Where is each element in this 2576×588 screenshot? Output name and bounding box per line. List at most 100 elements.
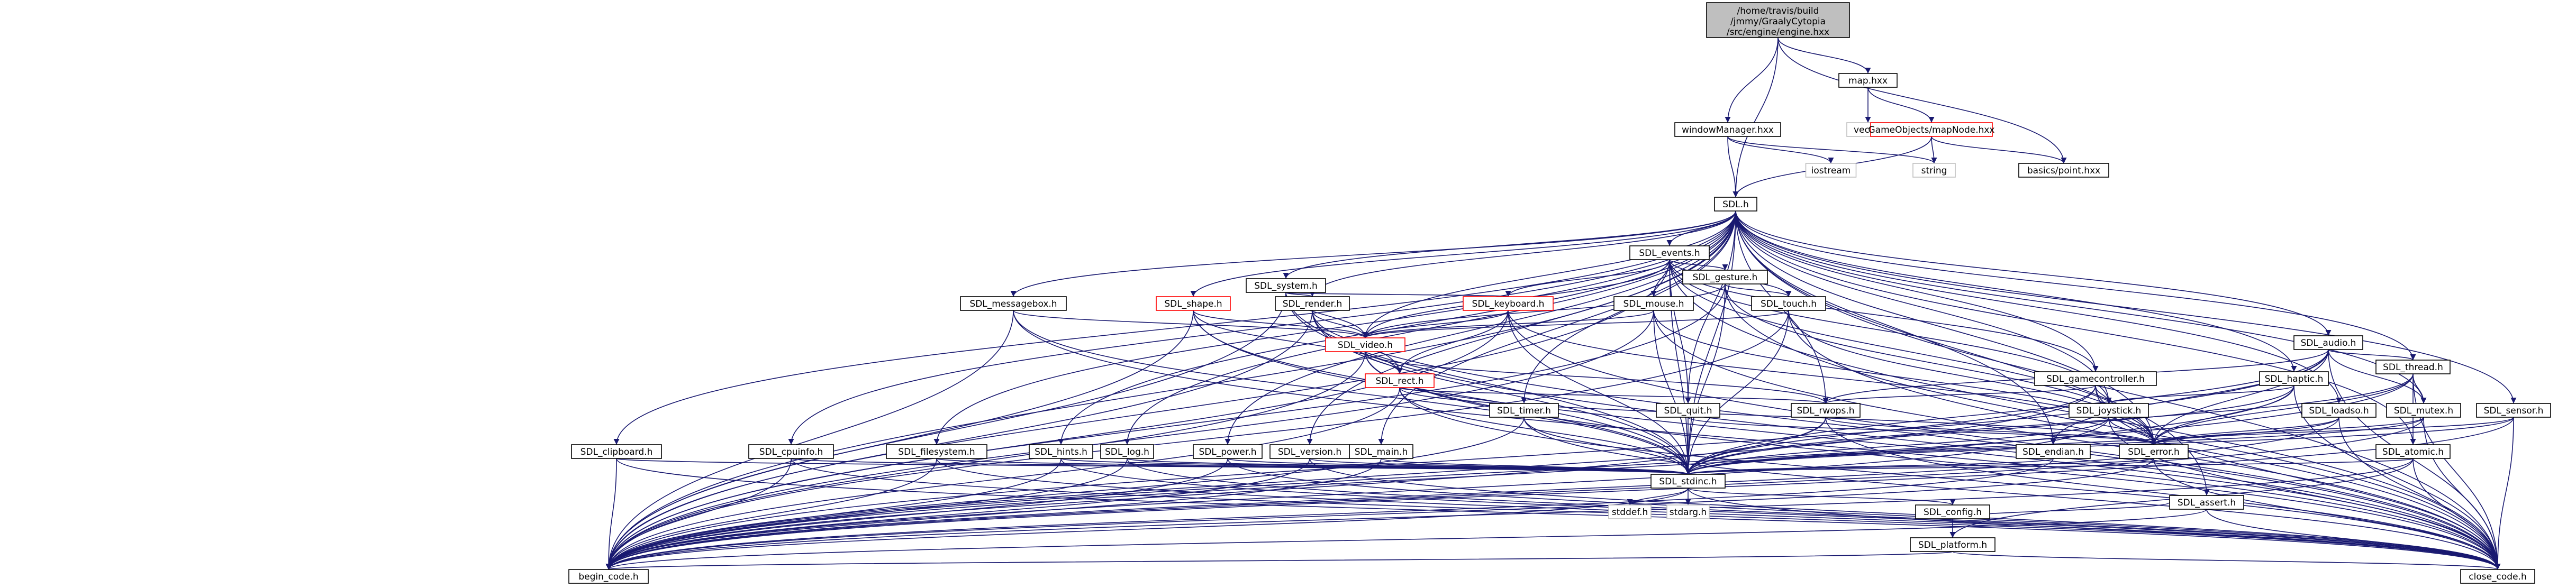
node-shape[interactable]: SDL_shape.h [1156, 296, 1231, 311]
node-label-iostream: iostream [1811, 166, 1851, 176]
node-video[interactable]: SDL_video.h [1325, 337, 1405, 352]
edge-loadso-to-error [2151, 417, 2339, 445]
node-close[interactable]: close_code.h [2460, 569, 2535, 584]
node-timer[interactable]: SDL_timer.h [1489, 403, 1559, 418]
node-stdinc[interactable]: SDL_stdinc.h [1650, 474, 1726, 489]
node-keyboard[interactable]: SDL_keyboard.h [1463, 296, 1554, 311]
node-label-audio: SDL_audio.h [2301, 338, 2356, 348]
edge-log-to-begin [605, 458, 1128, 570]
edge-render-to-video [1312, 310, 1368, 338]
edge-error-to-close [2153, 458, 2501, 570]
node-begin[interactable]: begin_code.h [568, 569, 649, 584]
node-string[interactable]: string [1912, 163, 1956, 178]
node-clipboard[interactable]: SDL_clipboard.h [571, 444, 662, 459]
edge-render-to-close [1312, 310, 2501, 570]
node-label-mapNode: GameObjects/mapNode.hxx [1868, 125, 1995, 135]
dependency-nodes: /home/travis/build/jmmy/GraalyCytopia/sr… [568, 2, 2551, 584]
edge-events-to-gesture [1669, 259, 1728, 271]
node-gamecontroller[interactable]: SDL_gamecontroller.h [2034, 371, 2157, 386]
node-box-iostream [1805, 163, 1857, 178]
node-stddef[interactable]: stddef.h [1608, 504, 1652, 519]
node-thread[interactable]: SDL_thread.h [2375, 360, 2451, 374]
node-endian[interactable]: SDL_endian.h [2016, 444, 2091, 459]
edge-loadso-to-begin [605, 417, 2339, 570]
node-assert[interactable]: SDL_assert.h [2169, 495, 2244, 510]
node-iostream[interactable]: iostream [1805, 163, 1857, 178]
node-label-main: SDL_main.h [1355, 447, 1408, 457]
node-root[interactable]: /home/travis/build/jmmy/GraalyCytopia/sr… [1706, 2, 1850, 38]
node-cpuinfo[interactable]: SDL_cpuinfo.h [748, 444, 834, 459]
edge-system-to-keyboard [1285, 290, 1511, 297]
node-box-joystick [2069, 403, 2149, 418]
node-quit[interactable]: SDL_quit.h [1656, 403, 1720, 418]
node-windowManager[interactable]: windowManager.hxx [1674, 122, 1781, 137]
node-joystick[interactable]: SDL_joystick.h [2069, 403, 2149, 418]
node-box-stdarg [1666, 504, 1710, 519]
edge-rect-to-begin [605, 387, 1400, 570]
edge-events-to-stdinc [1669, 259, 1691, 475]
node-mutex[interactable]: SDL_mutex.h [2386, 403, 2461, 418]
node-platform[interactable]: SDL_platform.h [1910, 537, 1996, 552]
node-sensor[interactable]: SDL_sensor.h [2476, 403, 2551, 418]
edge-shape-to-video [1193, 310, 1368, 338]
node-log[interactable]: SDL_log.h [1100, 444, 1154, 459]
edge-joystick-to-stdinc [1685, 417, 2109, 475]
node-mouse[interactable]: SDL_mouse.h [1613, 296, 1694, 311]
node-basePoint[interactable]: basics/point.hxx [2018, 163, 2109, 178]
node-filesystem[interactable]: SDL_filesystem.h [886, 444, 987, 459]
node-box-mutex [2386, 403, 2461, 418]
edge-SDL-to-shape [1190, 210, 1736, 297]
node-power[interactable]: SDL_power.h [1193, 444, 1263, 459]
node-label-mouse: SDL_mouse.h [1623, 299, 1684, 309]
edge-SDL-to-messagebox [1010, 210, 1736, 297]
node-hints[interactable]: SDL_hints.h [1029, 444, 1093, 459]
node-box-stdinc [1650, 474, 1726, 489]
node-atomic[interactable]: SDL_atomic.h [2375, 444, 2451, 459]
edge-SDL-to-version [1307, 210, 1736, 445]
node-render[interactable]: SDL_render.h [1275, 296, 1350, 311]
edge-mutex-to-close [2423, 417, 2501, 570]
node-mapNode[interactable]: GameObjects/mapNode.hxx [1868, 122, 1995, 137]
node-box-power [1193, 444, 1263, 459]
node-label-power: SDL_power.h [1199, 447, 1256, 457]
node-label-string: string [1921, 166, 1947, 176]
node-box-system [1246, 278, 1326, 293]
node-version[interactable]: SDL_version.h [1269, 444, 1350, 459]
node-config[interactable]: SDL_config.h [1915, 504, 1990, 519]
edge-SDL-to-clipboard [613, 210, 1736, 445]
node-box-timer [1489, 403, 1559, 418]
node-messagebox[interactable]: SDL_messagebox.h [960, 296, 1067, 311]
node-rect[interactable]: SDL_rect.h [1365, 373, 1435, 388]
node-main[interactable]: SDL_main.h [1349, 444, 1413, 459]
node-box-gesture [1682, 270, 1768, 284]
edge-hints-to-close [1060, 458, 2501, 570]
node-error[interactable]: SDL_error.h [2119, 444, 2189, 459]
node-map[interactable]: map.hxx [1838, 73, 1898, 88]
node-label-sensor: SDL_sensor.h [2484, 406, 2544, 416]
node-stdarg[interactable]: stdarg.h [1666, 504, 1710, 519]
node-label-config: SDL_config.h [1924, 507, 1982, 518]
node-events[interactable]: SDL_events.h [1629, 245, 1710, 260]
node-gesture[interactable]: SDL_gesture.h [1682, 270, 1768, 284]
node-SDL[interactable]: SDL.h [1714, 197, 1757, 212]
node-label-timer: SDL_timer.h [1497, 406, 1551, 416]
node-system[interactable]: SDL_system.h [1246, 278, 1326, 293]
edge-gesture-to-video [1362, 283, 1726, 338]
node-label-rect: SDL_rect.h [1375, 376, 1423, 387]
node-audio[interactable]: SDL_audio.h [2293, 335, 2363, 350]
node-box-clipboard [571, 444, 662, 459]
node-touch[interactable]: SDL_touch.h [1751, 296, 1826, 311]
edge-SDL-to-video [1362, 210, 1736, 338]
edge-SDL-to-loadso [1735, 210, 2342, 404]
node-label-endian: SDL_endian.h [2022, 447, 2084, 457]
node-label-cpuinfo: SDL_cpuinfo.h [759, 447, 823, 457]
node-label-clipboard: SDL_clipboard.h [580, 447, 653, 457]
node-box-touch [1751, 296, 1826, 311]
node-label-version: SDL_version.h [1278, 447, 1341, 457]
node-label-messagebox: SDL_messagebox.h [969, 299, 1057, 309]
edge-version-to-begin [605, 458, 1310, 570]
node-loadso[interactable]: SDL_loadso.h [2301, 403, 2377, 418]
node-haptic[interactable]: SDL_haptic.h [2259, 371, 2329, 386]
node-rwops[interactable]: SDL_rwops.h [1791, 403, 1861, 418]
edge-SDL-to-sensor [1735, 210, 2517, 404]
